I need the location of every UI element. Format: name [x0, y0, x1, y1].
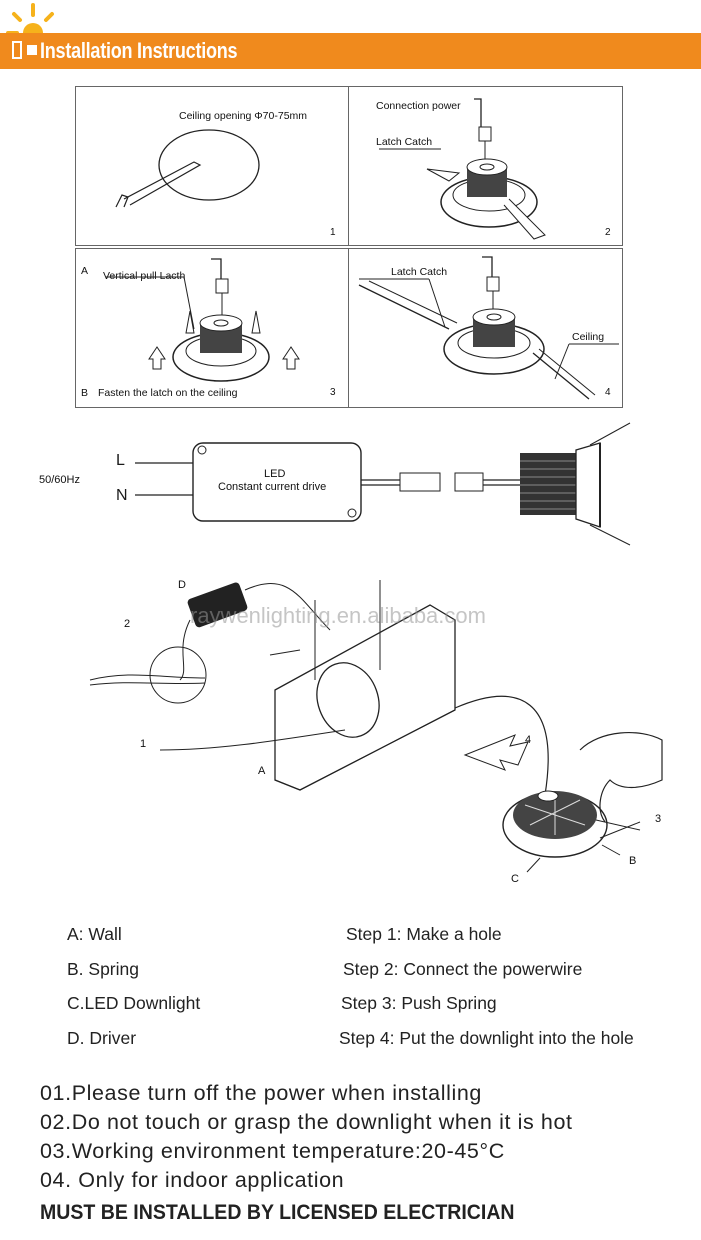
downlight-wiring-illustration	[379, 98, 546, 240]
legend-part: C.LED Downlight	[67, 993, 201, 1013]
neutral-label: N	[116, 487, 128, 504]
panel-label: Vertical pull Lacth	[103, 270, 186, 282]
frequency-label: 50/60Hz	[39, 474, 80, 486]
legend-step: Step 3: Push Spring	[341, 993, 497, 1013]
ceiling-insert-illustration	[358, 256, 619, 400]
latch-pull-illustration	[106, 258, 300, 382]
diagram-label-driver: D	[178, 579, 186, 591]
step-panel-3: A Vertical pull Lacth B Fasten the latch…	[75, 248, 350, 408]
header-bar	[0, 33, 701, 69]
panel-label: Fasten the latch on the ceiling	[98, 387, 238, 399]
watermark: raywenlighting.en.alibaba.com	[190, 603, 486, 628]
panel-label: Ceiling opening Φ70-75mm	[179, 110, 308, 122]
panel-number: 4	[605, 387, 611, 398]
legend-step: Step 1: Make a hole	[346, 924, 502, 944]
installation-diagram	[89, 580, 663, 873]
step-panel-1: Ceiling opening Φ70-75mm 1	[75, 86, 350, 246]
step-panel-2: Connection power Latch Catch 2	[348, 86, 623, 246]
warning-text: MUST BE INSTALLED BY LICENSED ELECTRICIA…	[40, 1201, 515, 1224]
diagram-label-hole: 1	[140, 738, 147, 750]
panel-label: Connection power	[376, 100, 461, 112]
diagram-label-insert: 4	[525, 734, 532, 746]
panel-label: B	[81, 387, 89, 399]
panel-label: A	[81, 265, 89, 277]
safety-note: 03.Working environment temperature:20-45…	[40, 1139, 505, 1163]
safety-note: 01.Please turn off the power when instal…	[40, 1081, 482, 1105]
safety-note: 02.Do not touch or grasp the downlight w…	[40, 1110, 573, 1134]
diagram-label-wall: A	[258, 765, 266, 777]
diagram-label-downlight: C	[511, 873, 519, 885]
legend-part: B. Spring	[67, 959, 139, 979]
diagram-label-connection: 2	[124, 618, 131, 630]
step-panel-4: Latch Catch Ceiling 4	[348, 248, 623, 408]
panel-number: 3	[330, 387, 336, 398]
panel-number: 1	[330, 227, 336, 238]
panel-label: Latch Catch	[391, 266, 448, 278]
wiring-diagram	[135, 422, 631, 546]
legend-step: Step 4: Put the downlight into the hole	[339, 1028, 634, 1048]
header-bullet-icon	[27, 45, 37, 55]
panel-label: Latch Catch	[376, 136, 433, 148]
legend-part: A: Wall	[67, 924, 122, 944]
diagram-label-spring-push: 3	[655, 813, 662, 825]
diagram-label-spring: B	[629, 855, 637, 867]
driver-label-line-2: Constant current drive	[218, 481, 327, 493]
panel-number: 2	[605, 227, 611, 238]
driver-label-line-1: LED	[264, 468, 286, 480]
safety-note: 04. Only for indoor application	[40, 1168, 345, 1192]
panel-label: Ceiling	[572, 331, 605, 343]
legend-step: Step 2: Connect the powerwire	[343, 959, 583, 979]
page-title: Installation Instructions	[40, 38, 238, 63]
line-label: L	[116, 452, 125, 469]
header-mark-icon	[12, 40, 22, 60]
legend-part: D. Driver	[67, 1028, 137, 1048]
ceiling-hole-illustration	[115, 129, 260, 208]
